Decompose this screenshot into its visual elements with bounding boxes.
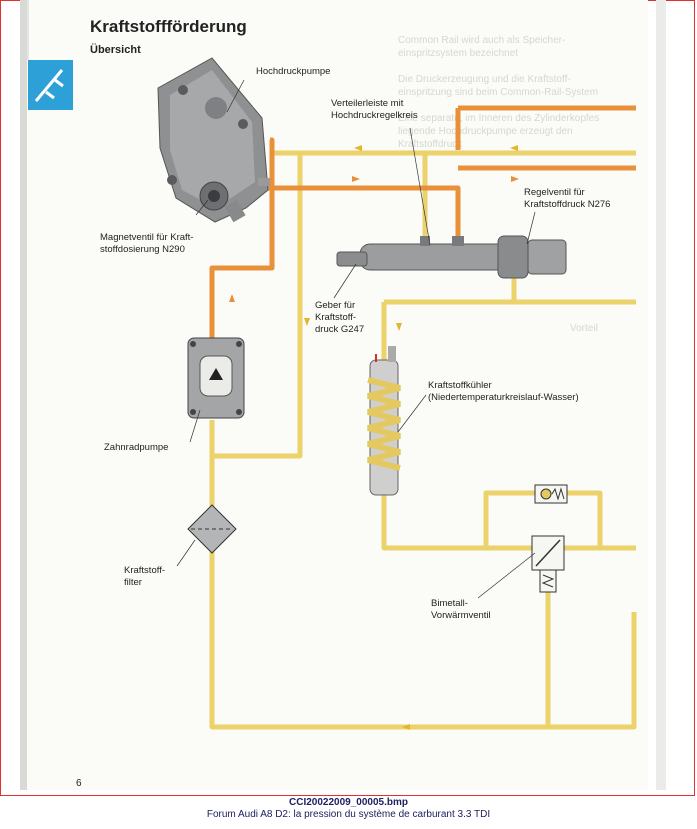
page-left-band bbox=[20, 0, 27, 790]
page-number: 6 bbox=[76, 778, 82, 789]
gear-pump bbox=[187, 337, 245, 419]
leader-line bbox=[397, 394, 427, 433]
bimetal-valve-symbol bbox=[531, 535, 565, 593]
page-subtitle: Übersicht bbox=[90, 44, 141, 56]
leader-line bbox=[409, 127, 431, 246]
bleed-through-text-2: Vorteil bbox=[570, 323, 598, 334]
flow-arrows-low bbox=[304, 145, 518, 730]
flow-arrows-high bbox=[229, 176, 519, 302]
label-zahnradpumpe: Zahnradpumpe bbox=[104, 442, 169, 453]
label-hochdruckpumpe: Hochdruckpumpe bbox=[256, 66, 331, 77]
label-verteilerleiste: Verteilerleiste mit Hochdruckregelkreis bbox=[331, 98, 418, 121]
high-pressure-lines bbox=[209, 105, 636, 340]
label-regelventil: Regelventil für Kraftstoffdruck N276 bbox=[524, 187, 611, 210]
label-kuehler: Kraftstoffkühler (Niedertemperaturkreisl… bbox=[428, 380, 579, 403]
leader-line bbox=[189, 409, 201, 443]
fuel-cooler bbox=[367, 346, 401, 496]
forum-caption: Forum Audi A8 D2: la pression du système… bbox=[206, 809, 491, 820]
leader-line bbox=[195, 199, 209, 216]
check-valve-symbol bbox=[534, 484, 568, 504]
leader-line bbox=[477, 552, 536, 599]
high-pressure-pump bbox=[157, 57, 270, 223]
injector-icon bbox=[34, 69, 64, 102]
distributor-rail bbox=[336, 235, 567, 279]
label-filter: Kraftstoff- filter bbox=[124, 565, 166, 588]
leader-line bbox=[333, 263, 357, 299]
leader-line bbox=[526, 211, 536, 245]
leader-line bbox=[226, 79, 245, 113]
leader-line bbox=[176, 539, 196, 567]
page-title: Kraftstoffförderung bbox=[90, 17, 247, 36]
fuel-filter-symbol bbox=[187, 504, 237, 554]
scanned-page bbox=[20, 0, 666, 790]
bleed-through-text: Common Rail wird auch als Speicher- eins… bbox=[398, 35, 600, 150]
page-right-edge bbox=[656, 0, 666, 790]
label-bimetall: Bimetall- Vorwärmventil bbox=[431, 598, 491, 621]
image-filename: CCI20022009_00005.bmp bbox=[289, 797, 408, 808]
label-geber: Geber für Kraftstoff- druck G247 bbox=[315, 300, 365, 335]
label-magnetventil: Magnetventil für Kraft- stoffdosierung N… bbox=[100, 232, 194, 255]
